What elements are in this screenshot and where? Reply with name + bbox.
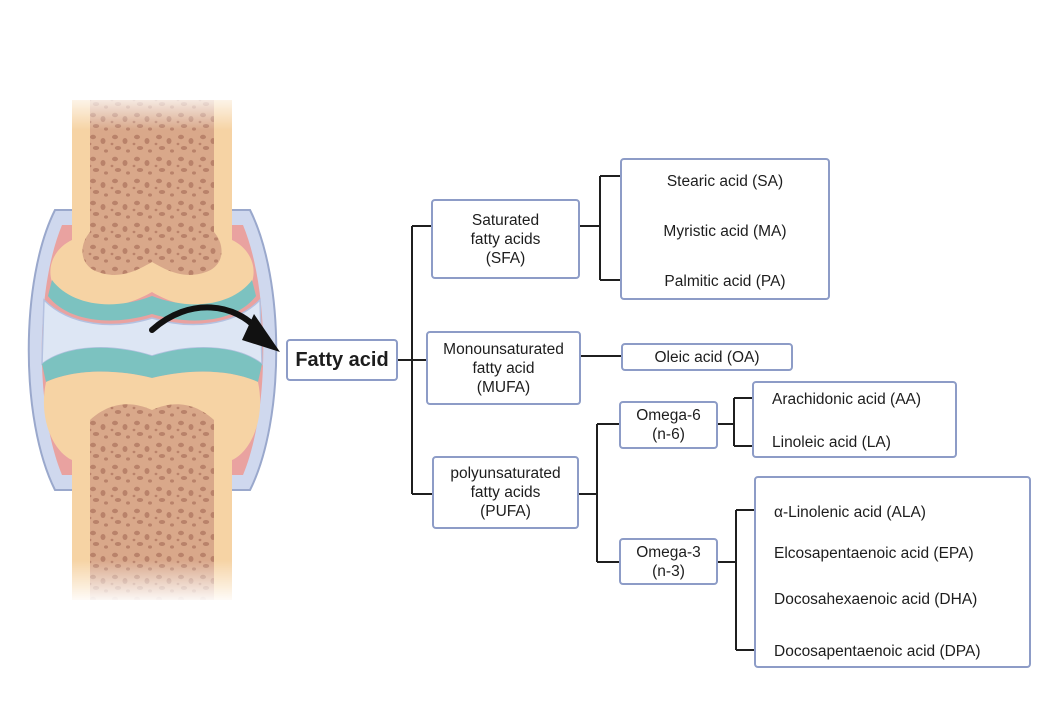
omega-3-examples-box: α-Linolenic acid (ALA) Elcosapentaenoic … bbox=[754, 476, 1031, 668]
ala-item: α-Linolenic acid (ALA) bbox=[774, 503, 1029, 522]
fatty-acid-box: Fatty acid bbox=[286, 339, 398, 381]
sfa-label: Saturated fatty acids (SFA) bbox=[471, 211, 541, 268]
arachidonic-acid-item: Arachidonic acid (AA) bbox=[772, 390, 955, 409]
stearic-acid-item: Stearic acid (SA) bbox=[622, 172, 828, 191]
omega-6-examples-box: Arachidonic acid (AA) Linoleic acid (LA) bbox=[752, 381, 957, 458]
sfa-examples-box: Stearic acid (SA) Myristic acid (MA) Pal… bbox=[620, 158, 830, 300]
omega-6-label: Omega-6 (n-6) bbox=[636, 406, 701, 444]
myristic-acid-item: Myristic acid (MA) bbox=[622, 222, 828, 241]
mufa-label: Monounsaturated fatty acid (MUFA) bbox=[443, 340, 564, 397]
pufa-box: polyunsaturated fatty acids (PUFA) bbox=[432, 456, 579, 529]
palmitic-acid-item: Palmitic acid (PA) bbox=[622, 272, 828, 291]
dpa-item: Docosapentaenoic acid (DPA) bbox=[774, 642, 1029, 661]
epa-item: Elcosapentaenoic acid (EPA) bbox=[774, 544, 1029, 563]
mufa-box: Monounsaturated fatty acid (MUFA) bbox=[426, 331, 581, 405]
oleic-acid-box: Oleic acid (OA) bbox=[621, 343, 793, 371]
oleic-acid-item: Oleic acid (OA) bbox=[654, 348, 759, 367]
omega-3-box: Omega-3 (n-3) bbox=[619, 538, 718, 585]
linoleic-acid-item: Linoleic acid (LA) bbox=[772, 433, 955, 452]
dha-item: Docosahexaenoic acid (DHA) bbox=[774, 590, 1029, 609]
omega-6-box: Omega-6 (n-6) bbox=[619, 401, 718, 449]
fatty-acid-label: Fatty acid bbox=[295, 351, 388, 370]
omega-3-label: Omega-3 (n-3) bbox=[636, 543, 701, 581]
pufa-label: polyunsaturated fatty acids (PUFA) bbox=[450, 464, 560, 521]
sfa-box: Saturated fatty acids (SFA) bbox=[431, 199, 580, 279]
